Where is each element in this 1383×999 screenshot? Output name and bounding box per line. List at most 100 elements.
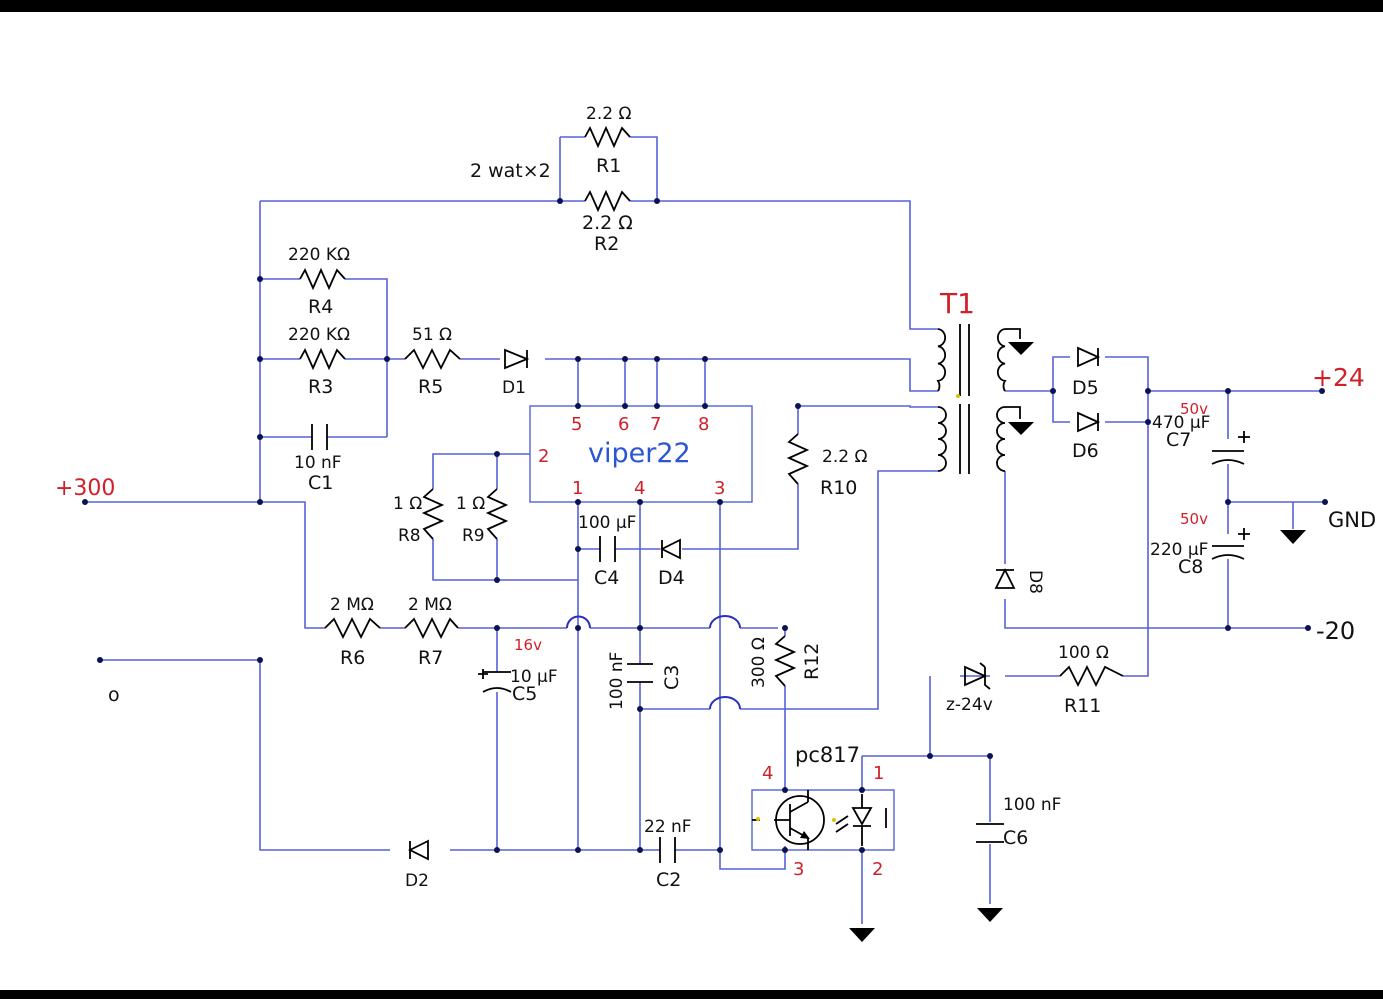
ic-pin-6: 6: [618, 414, 629, 435]
junction-dot: [859, 847, 865, 853]
ic-pin-3: 3: [714, 478, 725, 499]
r5-value: 51 Ω: [412, 325, 452, 345]
r4-ref: R4: [308, 296, 333, 318]
c2-value: 22 nF: [644, 817, 692, 837]
junction-dot: [1050, 388, 1056, 394]
r9-value: 1 Ω: [456, 494, 485, 514]
c6-ref: C6: [1003, 827, 1028, 849]
optocoupler-pc817: [751, 789, 895, 851]
junction-dot: [1225, 499, 1231, 505]
diode-D8: [994, 567, 1016, 589]
d2-ref: D2: [405, 871, 429, 891]
resistor-R3: [299, 347, 346, 371]
capacitor-C4: [599, 536, 616, 562]
capacitor-C3: [627, 663, 653, 683]
r6-value: 2 MΩ: [330, 595, 374, 615]
junction-dot: [1305, 625, 1311, 631]
diode-D5: [1077, 346, 1101, 368]
d4-ref: D4: [658, 567, 685, 589]
junction-dot: [257, 657, 263, 663]
d5-ref: D5: [1072, 377, 1099, 399]
junction-dot: [575, 546, 581, 552]
d1-ref: D1: [502, 378, 526, 398]
junction-dot: [575, 356, 581, 362]
resistor-R1: [584, 125, 631, 149]
c1-ref: C1: [308, 472, 333, 494]
junction-dot: [637, 706, 643, 712]
r3-value: 220 KΩ: [288, 325, 350, 345]
resistor-R8: [421, 488, 445, 540]
terminal-label-out-neg: -20: [1316, 617, 1355, 645]
zener-diode: [964, 662, 991, 690]
junction-dot: [717, 499, 723, 505]
capacitor-C2: [659, 837, 676, 863]
junction-dot: [782, 625, 788, 631]
r8-value: 1 Ω: [393, 494, 422, 514]
resistor-R10: [786, 433, 810, 485]
junction-dot: [97, 657, 103, 663]
c6-value: 100 nF: [1003, 795, 1061, 815]
resistor-R7: [404, 616, 459, 640]
schematic-canvas: +300 o +24 GND -20 2.2 Ω R1 2 wat×2 2.2 …: [0, 12, 1383, 990]
r1-value: 2.2 Ω: [586, 104, 631, 124]
junction-dot: [782, 787, 788, 793]
junction-dot: [257, 276, 263, 282]
opto-pin-1: 1: [873, 763, 884, 784]
junction-dot: [1145, 388, 1151, 394]
wire-hops: [566, 615, 741, 710]
r1r2-note: 2 wat×2: [470, 160, 551, 182]
transformer-name: T1: [939, 287, 975, 320]
junction-dot: [1322, 499, 1328, 505]
ic-pin-1: 1: [572, 478, 583, 499]
terminal-label-in-pos: +300: [55, 476, 115, 501]
resistor-R6: [324, 616, 381, 640]
junction-dot: [795, 403, 801, 409]
junction-dot: [557, 198, 563, 204]
wires: [85, 136, 1325, 924]
c4-value: 100 µF: [578, 513, 636, 533]
junction-dot: [637, 499, 643, 505]
junction-dot: [1225, 388, 1231, 394]
capacitor-C7: [1211, 431, 1250, 465]
c3-value: 100 nF: [607, 652, 627, 710]
junction-dot: [1225, 625, 1231, 631]
d8-ref: D8: [1025, 570, 1045, 594]
d6-ref: D6: [1072, 440, 1099, 462]
junction-dot: [622, 403, 628, 409]
diode-D2: [407, 839, 429, 861]
junction-dot: [717, 847, 723, 853]
ic-pin-8: 8: [698, 414, 709, 435]
resistor-R5: [404, 347, 461, 371]
r12-ref: R12: [801, 643, 823, 680]
junction-dot: [987, 753, 993, 759]
terminal-label-gnd: GND: [1328, 508, 1376, 532]
junction-dot: [257, 434, 263, 440]
junction-dot: [637, 847, 643, 853]
junction-dot: [927, 753, 933, 759]
r7-ref: R7: [418, 647, 443, 669]
c8-ref: C8: [1178, 556, 1203, 578]
diode-D1: [504, 348, 530, 370]
r7-value: 2 MΩ: [408, 595, 452, 615]
c5-voltage: 16v: [514, 636, 542, 654]
r9-ref: R9: [462, 526, 485, 546]
junction-dot: [384, 356, 390, 362]
capacitor-C1: [311, 424, 328, 450]
transformer-T1: [936, 324, 1021, 474]
c7-ref: C7: [1166, 429, 1191, 451]
diode-D6: [1077, 411, 1101, 433]
r11-ref: R11: [1064, 695, 1101, 717]
c8-voltage: 50v: [1180, 510, 1208, 528]
junction-dot: [1145, 419, 1151, 425]
junction-dot: [257, 356, 263, 362]
junction-dot: [782, 847, 788, 853]
junction-dot: [494, 577, 500, 583]
resistor-R9: [485, 488, 509, 540]
ic-pin-5: 5: [571, 414, 582, 435]
junction-dot: [494, 451, 500, 457]
junction-dot: [622, 356, 628, 362]
ic-name: viper22: [588, 438, 691, 469]
ic-pin-2: 2: [538, 446, 549, 467]
r2-ref: R2: [594, 233, 619, 255]
junction-dot: [654, 403, 660, 409]
